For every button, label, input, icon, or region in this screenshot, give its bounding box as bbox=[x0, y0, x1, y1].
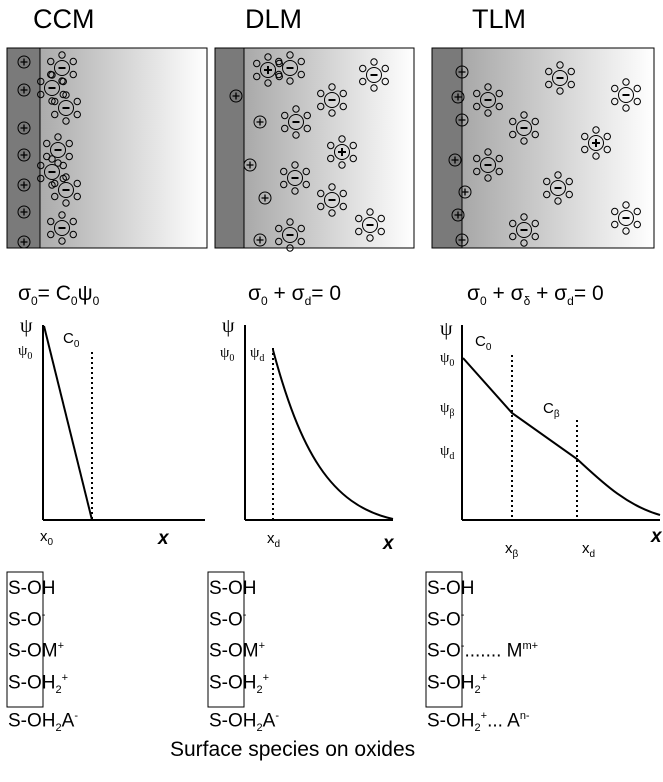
hydrated-anion-icon bbox=[611, 78, 641, 112]
hydrated-anion-icon bbox=[275, 218, 305, 252]
hydrated-cation-icon bbox=[581, 126, 611, 160]
cation-icon bbox=[243, 158, 257, 172]
cation-icon bbox=[17, 205, 31, 219]
species-s-oh2-a: S-OH2+... An- bbox=[427, 709, 530, 734]
hydrated-anion-icon bbox=[611, 201, 641, 235]
hydrated-anion-icon bbox=[359, 58, 389, 92]
hydrated-anion-icon bbox=[473, 148, 503, 182]
ccm-x0-label: x0 bbox=[40, 528, 54, 548]
cation-icon bbox=[455, 113, 469, 127]
cation-icon bbox=[17, 235, 31, 249]
hydrated-anion-icon bbox=[280, 161, 310, 195]
hydrated-anion-icon bbox=[355, 208, 385, 242]
figure-caption: Surface species on oxides bbox=[170, 738, 416, 761]
cation-icon bbox=[17, 178, 31, 192]
species-s-o-minus: S-O- bbox=[427, 609, 465, 631]
tlm-c0-label: C0 bbox=[475, 333, 492, 353]
species-s-oh2-plus: S-OH2+ bbox=[8, 671, 69, 696]
hydrated-anion-icon bbox=[51, 91, 81, 125]
ccm-c0-label: C0 bbox=[63, 330, 80, 350]
hydrated-anion-icon bbox=[281, 105, 311, 139]
ccm-panel bbox=[6, 47, 208, 249]
tlm-species-list: S-OH S-O- S-O-....... Mm+ S-OH2+ S-OH2+.… bbox=[427, 576, 538, 741]
hydrated-cation-icon bbox=[253, 53, 283, 87]
cation-icon bbox=[17, 55, 31, 69]
dlm-x-axis-label: x bbox=[383, 533, 394, 554]
ccm-psi-axis-label: ψ bbox=[20, 315, 33, 337]
cation-icon bbox=[451, 90, 465, 104]
ccm-title: CCM bbox=[33, 4, 95, 34]
tlm-psi-axis-label: ψ bbox=[440, 318, 453, 340]
dlm-title: DLM bbox=[245, 4, 303, 34]
tlm-xd-label: xd bbox=[582, 540, 596, 560]
tlm-species-box bbox=[425, 571, 463, 708]
hydrated-anion-icon bbox=[545, 61, 575, 95]
cation-icon bbox=[455, 65, 469, 79]
cation-icon bbox=[17, 83, 31, 97]
hydrated-anion-icon bbox=[37, 155, 67, 189]
ccm-psi0-label: ψ0 bbox=[18, 343, 33, 362]
tlm-psib-label: ψβ bbox=[440, 400, 455, 419]
dlm-species-box bbox=[207, 571, 245, 708]
hydrated-anion-icon bbox=[317, 83, 347, 117]
tlm-x-axis-label: x bbox=[651, 526, 662, 547]
cation-icon bbox=[253, 233, 267, 247]
dlm-potential-plot bbox=[244, 325, 394, 521]
tlm-title: TLM bbox=[472, 4, 526, 34]
cation-icon bbox=[17, 121, 31, 135]
species-s-o-m: S-O-....... Mm+ bbox=[427, 640, 539, 662]
tlm-equation: σ0 + σδ + σd= 0 bbox=[467, 282, 604, 309]
hydrated-anion-icon bbox=[473, 83, 503, 117]
cation-icon bbox=[253, 115, 267, 129]
cation-icon bbox=[229, 89, 243, 103]
species-s-oh: S-OH bbox=[209, 578, 257, 599]
species-s-oh2-plus: S-OH2+ bbox=[209, 671, 270, 696]
dlm-species-list: S-OH S-O- S-OM+ S-OH2+ S-OH2A- bbox=[209, 576, 279, 741]
cation-icon bbox=[17, 148, 31, 162]
cation-icon bbox=[448, 153, 462, 167]
tlm-panel bbox=[431, 47, 655, 249]
tlm-xb-label: xβ bbox=[505, 540, 519, 560]
dlm-equation: σ0 + σd= 0 bbox=[248, 282, 342, 309]
species-s-o-minus: S-O- bbox=[209, 609, 247, 631]
tlm-cb-label: Cβ bbox=[543, 400, 560, 420]
dlm-psi-axis-label: ψ bbox=[222, 315, 235, 337]
species-s-oh: S-OH bbox=[427, 578, 475, 599]
ccm-species-box bbox=[6, 571, 44, 708]
species-s-oh2-plus: S-OH2+ bbox=[427, 671, 488, 696]
tlm-potential-plot bbox=[461, 325, 661, 521]
species-s-oh2a-minus: S-OH2A- bbox=[8, 709, 78, 734]
hydrated-anion-icon bbox=[51, 173, 81, 207]
dlm-psid-label: ψd bbox=[250, 345, 265, 364]
dlm-xd-label: xd bbox=[267, 530, 281, 550]
hydrated-anion-icon bbox=[317, 183, 347, 217]
species-s-o-minus: S-O- bbox=[8, 609, 46, 631]
species-s-oh2a-minus: S-OH2A- bbox=[209, 709, 279, 734]
dlm-panel bbox=[214, 47, 415, 252]
cation-icon bbox=[451, 208, 465, 222]
hydrated-cation-icon bbox=[327, 135, 357, 169]
hydrated-anion-icon bbox=[509, 111, 539, 145]
species-s-oh: S-OH bbox=[8, 578, 56, 599]
hydrated-anion-icon bbox=[509, 213, 539, 247]
hydrated-anion-icon bbox=[47, 211, 77, 245]
ccm-species-list: S-OH S-O- S-OM+ S-OH2+ S-OH2A- bbox=[8, 576, 78, 741]
species-s-om-plus: S-OM+ bbox=[209, 640, 266, 662]
hydrated-anion-icon bbox=[543, 171, 573, 205]
tlm-psid-label: ψd bbox=[440, 443, 455, 462]
cation-icon bbox=[258, 191, 272, 205]
cation-icon bbox=[455, 233, 469, 247]
tlm-psi0-label: ψ0 bbox=[440, 350, 455, 369]
species-s-om-plus: S-OM+ bbox=[8, 640, 65, 662]
hydrated-anion-icon bbox=[275, 51, 305, 85]
hydrated-anion-icon bbox=[37, 71, 67, 105]
dlm-psi0-label: ψ0 bbox=[220, 345, 235, 364]
cation-icon bbox=[458, 185, 472, 199]
ccm-potential-plot bbox=[42, 325, 205, 521]
ccm-x-axis-label: x bbox=[158, 528, 169, 549]
ccm-equation: σ0= C0ψ0 bbox=[18, 282, 100, 309]
